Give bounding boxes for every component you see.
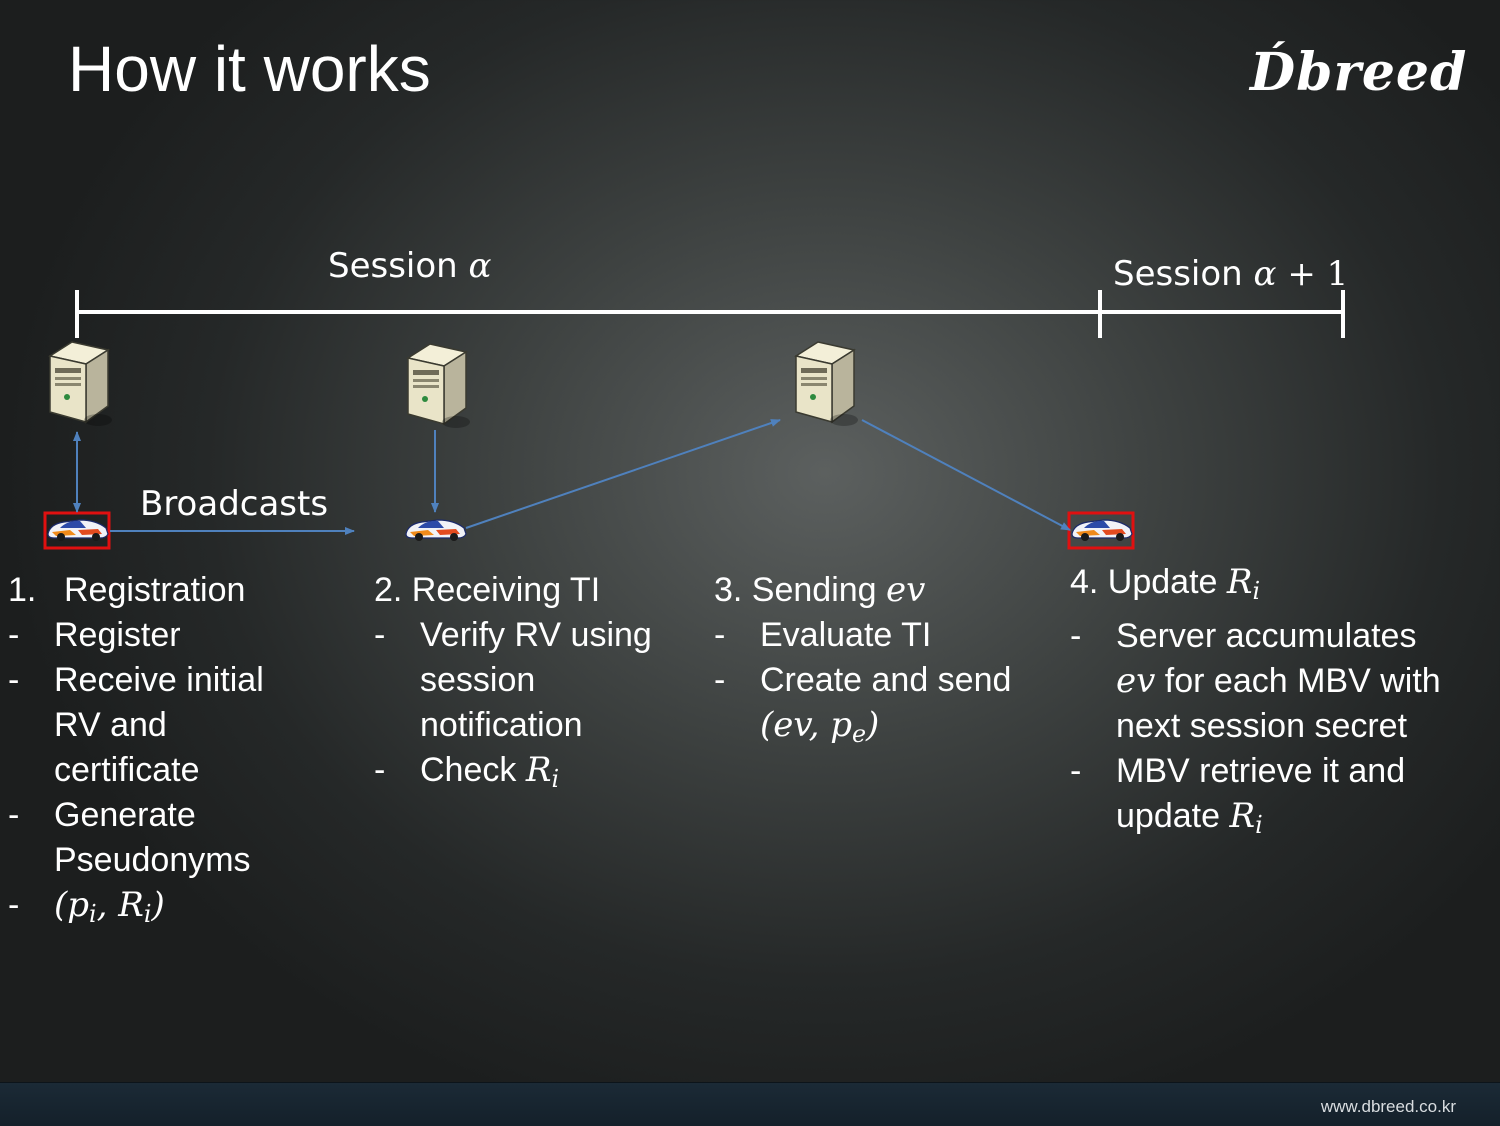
server-icon (49, 341, 113, 427)
slide-title: How it works (68, 33, 431, 105)
bullet-verify-rv: - Verify RV using session notification (374, 616, 652, 744)
bullet-server-accumulates: - Server accumulates ev for each MBV wit… (1070, 616, 1441, 745)
session-alpha-plus-one-label: Session α + 1 (1113, 254, 1349, 294)
bullet-create-send: - Create and send (ev, pe) (714, 661, 1012, 748)
arrow-car2-server3 (465, 419, 781, 529)
step-4-title: 4. Update Ri (1070, 562, 1261, 605)
bullet-check-ri: - Check Ri (374, 750, 560, 793)
step-2-title: 2. Receiving TI (374, 571, 601, 609)
session-alpha-label: Session α (328, 246, 492, 286)
car-highlight-box (43, 511, 111, 550)
bullet-pseudonym-pair: - (pi, Ri) (8, 885, 165, 928)
footer-bar: www.dbreed.co.kr (0, 1082, 1500, 1126)
step-1-title: 1.Registration (8, 571, 246, 609)
bullet-register: -Register (8, 616, 181, 654)
footer-url: www.dbreed.co.kr (1320, 1097, 1456, 1116)
car-icon (405, 519, 467, 542)
step-receiving-ti: 2. Receiving TI - Verify RV using sessio… (374, 568, 704, 802)
bullet-receive-initial: - Receive initial RV and certificate (8, 661, 264, 789)
step-update-ri: 4. Update Ri - Server accumulates ev for… (1070, 560, 1490, 848)
step-sending-ev: 3. Sending ev -Evaluate TI - Create and … (714, 568, 1054, 757)
bullet-generate-pseudonyms: - Generate Pseudonyms (8, 796, 251, 879)
server-icon (795, 341, 859, 427)
car-icon (1071, 519, 1133, 542)
arrow-server3-car3 (861, 419, 1071, 531)
car-icon (47, 519, 109, 542)
bullet-mbv-retrieve: - MBV retrieve it and update Ri (1070, 751, 1406, 839)
dbreed-logo: D́breed (1250, 42, 1468, 103)
step-3-title: 3. Sending ev (714, 570, 926, 610)
broadcasts-label: Broadcasts (140, 484, 329, 524)
bullet-evaluate-ti: -Evaluate TI (714, 616, 932, 654)
server-icon (407, 343, 471, 429)
step-registration: 1.Registration -Register - Receive initi… (8, 568, 338, 937)
